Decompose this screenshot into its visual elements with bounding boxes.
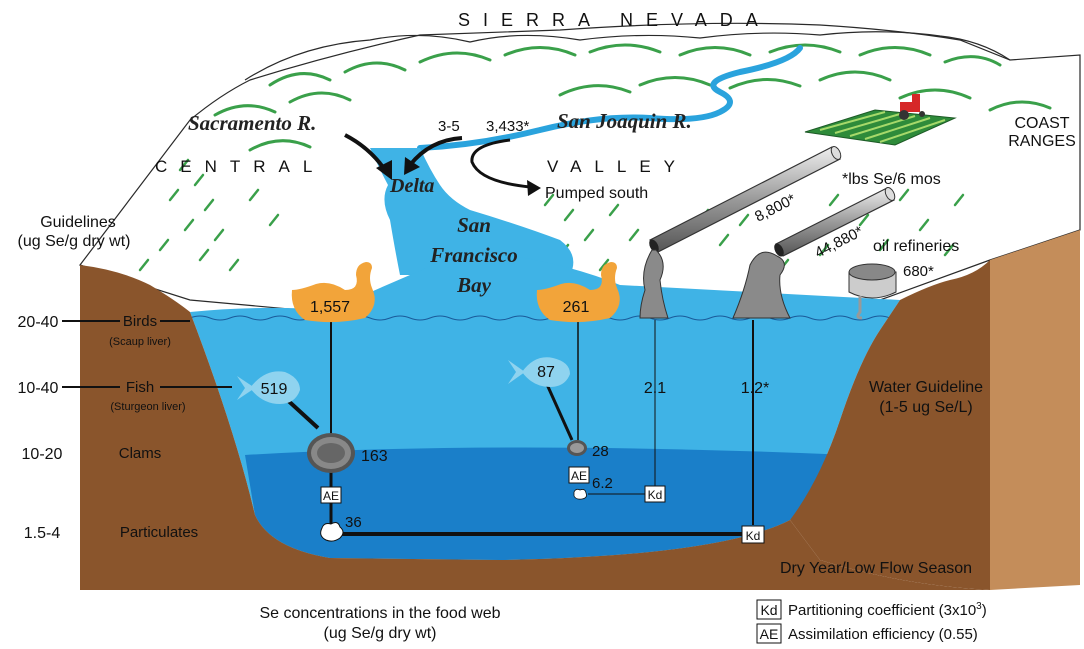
san-joaquin-arrowhead	[404, 157, 420, 175]
kd-box-bottom	[741, 525, 765, 544]
legend-kd-box	[756, 599, 782, 620]
guidelines-title-2: (ug Se/g dry wt)	[18, 233, 131, 250]
particulate-right-icon	[573, 488, 587, 500]
kd-box-right	[644, 485, 666, 503]
effluent-plume-2	[732, 251, 791, 319]
legend-kd-key: Kd	[760, 602, 777, 618]
fish-range: 10-40	[18, 380, 59, 397]
birds-label: Birds	[123, 313, 157, 330]
web-line-fish-clam-right	[543, 379, 574, 441]
legend-kd-exponent: 3	[976, 601, 982, 612]
pipe-1	[649, 146, 842, 253]
sacramento-input-value: 3-5	[438, 118, 460, 135]
san-joaquin-arrow	[408, 136, 463, 167]
coast-ranges-label-1: COAST	[1014, 115, 1069, 132]
pumped-south-arrowhead	[527, 180, 541, 196]
oil-refineries-value: 680*	[903, 263, 934, 280]
central-valley-left-label: CENTRAL	[155, 157, 325, 176]
sierra-ridge	[244, 31, 1011, 81]
particulate-left-icon	[320, 522, 344, 542]
particulate-left-value: 36	[345, 514, 362, 531]
clam-right-value: 28	[592, 443, 609, 460]
clam-right-icon	[567, 440, 587, 456]
soil-right	[790, 260, 990, 590]
effluent-plume-1	[639, 249, 669, 319]
ae-left-label: AE	[323, 489, 339, 503]
san-joaquin-input-value: 3,433*	[486, 118, 530, 135]
season-label: Dry Year/Low Flow Season	[780, 560, 972, 577]
legend-ae-text: Assimilation efficiency (0.55)	[788, 626, 978, 643]
san-joaquin-river	[417, 45, 803, 151]
legend-ae-box	[756, 623, 782, 644]
farm-field	[804, 109, 957, 146]
delta-water	[370, 148, 574, 275]
bird-right-value: 261	[563, 299, 590, 316]
pumped-south-label: Pumped south	[545, 185, 648, 202]
ae-box-right	[568, 466, 590, 484]
hills	[213, 43, 1052, 152]
water-guideline-label-2: (1-5 ug Se/L)	[879, 399, 972, 416]
bird-left-icon	[291, 262, 375, 323]
land-right-face	[990, 230, 1080, 590]
water-guideline-label-1: Water Guideline	[869, 379, 983, 396]
lbs-note-label: *lbs Se/6 mos	[842, 171, 941, 188]
oil-tank-icon	[848, 263, 897, 320]
hill-dashes	[138, 158, 965, 272]
bay-label-2: Francisco	[429, 243, 518, 267]
fish-label: Fish	[126, 379, 154, 396]
bay-label-1: San	[457, 213, 491, 237]
bird-right-icon	[536, 262, 620, 323]
birds-sublabel: (Scaup liver)	[109, 336, 171, 348]
fish-left-value: 519	[261, 381, 288, 398]
oil-refineries-label: oil refineries	[873, 238, 959, 255]
kd-bottom-label: Kd	[746, 529, 761, 543]
clams-label: Clams	[119, 445, 162, 462]
pipe-2	[774, 187, 896, 257]
soil-left	[80, 265, 990, 590]
ae-box-left	[320, 486, 342, 504]
sierra-nevada-label: SIERRA NEVADA	[458, 10, 771, 30]
pumped-south-arrow	[470, 138, 531, 189]
guidelines-title-1: Guidelines	[40, 214, 116, 231]
fish-right-value: 87	[537, 364, 555, 381]
sacramento-arrowhead	[376, 160, 392, 180]
clams-range: 10-20	[22, 446, 63, 463]
sacramento-river-label: Sacramento R.	[188, 111, 316, 135]
fish-sublabel: (Sturgeon liver)	[110, 401, 185, 413]
clam-left-value: 163	[361, 448, 388, 465]
water-bay-value: 1.2*	[741, 380, 769, 397]
water-right-value: 2.1	[644, 380, 666, 397]
bay-label-3: Bay	[456, 273, 492, 297]
particulate-right-value: 6.2	[592, 475, 613, 492]
particulates-label: Particulates	[120, 524, 198, 541]
legend-kd-text: Partitioning coefficient (3x103)	[788, 601, 987, 619]
legend-kd-close: )	[982, 602, 987, 619]
central-valley-right-label: VALLEY	[547, 157, 688, 176]
san-joaquin-river-label: San Joaquin R.	[557, 109, 692, 133]
tractor-icon	[899, 94, 925, 120]
legend-kd-description: Partitioning coefficient (3x10	[788, 602, 976, 619]
bay-water-deep	[245, 447, 850, 560]
delta-label: Delta	[389, 175, 434, 197]
legend-ae-key: AE	[760, 626, 779, 642]
fish-right-icon	[508, 357, 570, 387]
bird-left-value: 1,557	[310, 299, 350, 316]
birds-range: 20-40	[18, 314, 59, 331]
caption-line-1: Se concentrations in the food web	[259, 605, 500, 622]
particulates-range: 1.5-4	[24, 525, 61, 542]
kd-right-label: Kd	[648, 488, 663, 502]
coast-ranges-label-2: RANGES	[1008, 133, 1076, 150]
caption-line-2: (ug Se/g dry wt)	[324, 625, 437, 642]
fish-left-icon	[237, 371, 300, 404]
ae-right-label: AE	[571, 469, 587, 483]
clam-left-icon	[307, 433, 355, 473]
